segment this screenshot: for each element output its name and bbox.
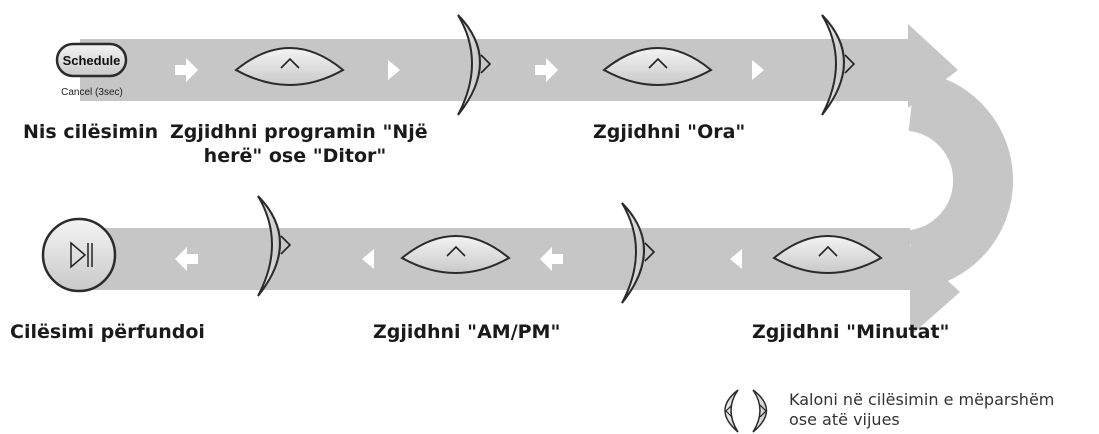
step-label-start: Nis cilësimin	[23, 121, 159, 143]
right-button-2[interactable]	[821, 14, 856, 116]
flow-arrow-left-1	[175, 247, 198, 271]
chevron-right-icon	[844, 54, 856, 74]
right-button-4[interactable]	[257, 195, 292, 297]
right-button-1[interactable]	[457, 14, 492, 116]
step-label-program: Zgjidhni programin "Një herë" ose "Ditor…	[170, 120, 428, 168]
flow-band-curve	[907, 71, 1014, 290]
flow-markers	[175, 58, 764, 271]
chevron-right-icon	[480, 54, 492, 74]
schedule-cancel-label: Cancel (3sec)	[61, 87, 123, 98]
up-button-3[interactable]	[772, 235, 883, 274]
play-pause-button[interactable]	[41, 217, 117, 293]
chevron-up-icon	[446, 245, 466, 257]
chevron-up-icon	[818, 245, 838, 257]
schedule-button-label: Schedule	[63, 53, 121, 68]
flow-triangle-left-2	[730, 249, 742, 269]
step-label-program-line1: Zgjidhni programin "Një	[170, 121, 428, 143]
legend-note: Kaloni në cilësimin e mëparshëm ose atë …	[789, 390, 1054, 430]
chevron-up-icon	[648, 57, 668, 69]
flow-arrow-left-2	[540, 247, 563, 271]
legend-left-button	[724, 389, 739, 433]
flow-band-top	[80, 24, 958, 108]
chevron-up-icon	[280, 57, 300, 69]
chevron-left-icon	[725, 404, 733, 418]
flow-arrow-right-2	[535, 58, 558, 82]
legend-note-line1: Kaloni në cilësimin e mëparshëm	[789, 390, 1055, 409]
flow-triangle-right-1	[388, 60, 400, 80]
step-label-program-line2: herë" ose "Ditor"	[203, 145, 387, 167]
step-label-done: Cilësimi përfundoi	[10, 321, 205, 343]
flow-triangle-left-1	[362, 249, 374, 269]
flow-triangle-right-2	[752, 60, 764, 80]
chevron-right-icon	[759, 404, 767, 418]
legend-right-button	[752, 389, 768, 433]
step-label-hour: Zgjidhni "Ora"	[593, 121, 746, 143]
up-button-1[interactable]	[234, 47, 345, 86]
step-label-minutes: Zgjidhni "Minutat"	[752, 321, 950, 343]
chevron-right-icon	[644, 242, 656, 262]
step-label-ampm: Zgjidhni "AM/PM"	[373, 321, 561, 343]
play-pause-icon	[70, 241, 93, 269]
flow-arrow-right-1	[175, 58, 198, 82]
chevron-right-icon	[280, 235, 292, 255]
up-button-2[interactable]	[602, 47, 713, 86]
schedule-button[interactable]: Schedule	[55, 42, 128, 78]
up-button-4[interactable]	[400, 235, 511, 274]
right-button-3[interactable]	[621, 202, 656, 304]
legend-note-line2: ose atë vijues	[789, 410, 900, 429]
